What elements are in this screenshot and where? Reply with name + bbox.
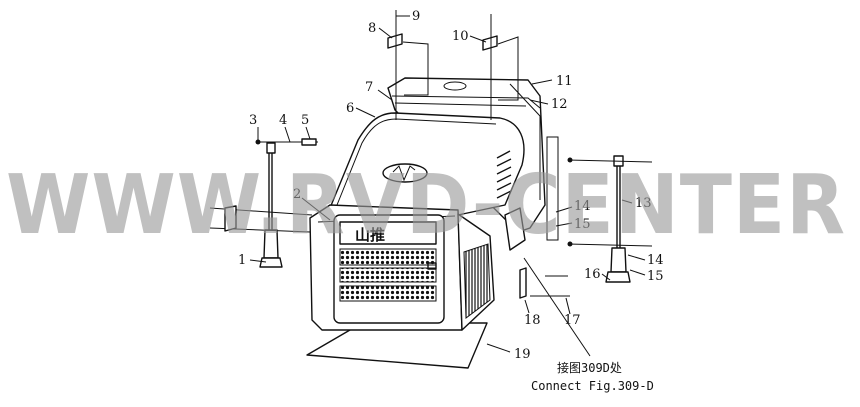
callout-16: 16 [584,267,601,282]
callout-19: 19 [514,347,531,362]
callout-15: 15 [574,217,591,232]
floor-mat [306,322,488,369]
side-panel [457,213,495,331]
callout-2: 2 [293,187,301,202]
callout-15-right: 15 [647,269,664,284]
front-frame: 山推 [309,204,463,331]
leader-lines [249,15,646,357]
panel-logo: 山推 [355,226,385,244]
note-english: Connect Fig.309-D [531,379,654,393]
callout-3: 3 [249,113,257,128]
callout-5: 5 [301,113,309,128]
callout-7: 7 [365,80,373,95]
callout-10: 10 [452,29,469,44]
callout-12: 12 [551,97,568,112]
callout-6: 6 [346,101,354,116]
note-chinese: 接图309D处 [557,360,622,375]
right-gas-strut [530,136,653,297]
side-bracket [504,207,527,299]
callout-8: 8 [368,21,376,36]
callout-11: 11 [556,74,573,89]
callout-18: 18 [524,313,541,328]
left-gas-strut [209,138,318,268]
connection-note: 接图309D处 Connect Fig.309-D [531,360,654,393]
callout-14: 14 [574,199,591,214]
callout-4: 4 [279,113,287,128]
callout-9: 9 [412,9,420,24]
watermark: WWW.RVD-CENTER [6,158,846,253]
callout-1: 1 [238,253,246,268]
top-brackets [387,10,519,120]
callout-13: 13 [635,196,652,211]
callout-14-right: 14 [647,253,664,268]
callout-labels: 1 2 3 4 5 6 7 8 9 10 11 12 13 14 15 16 1… [238,9,664,362]
callout-17: 17 [564,313,581,328]
